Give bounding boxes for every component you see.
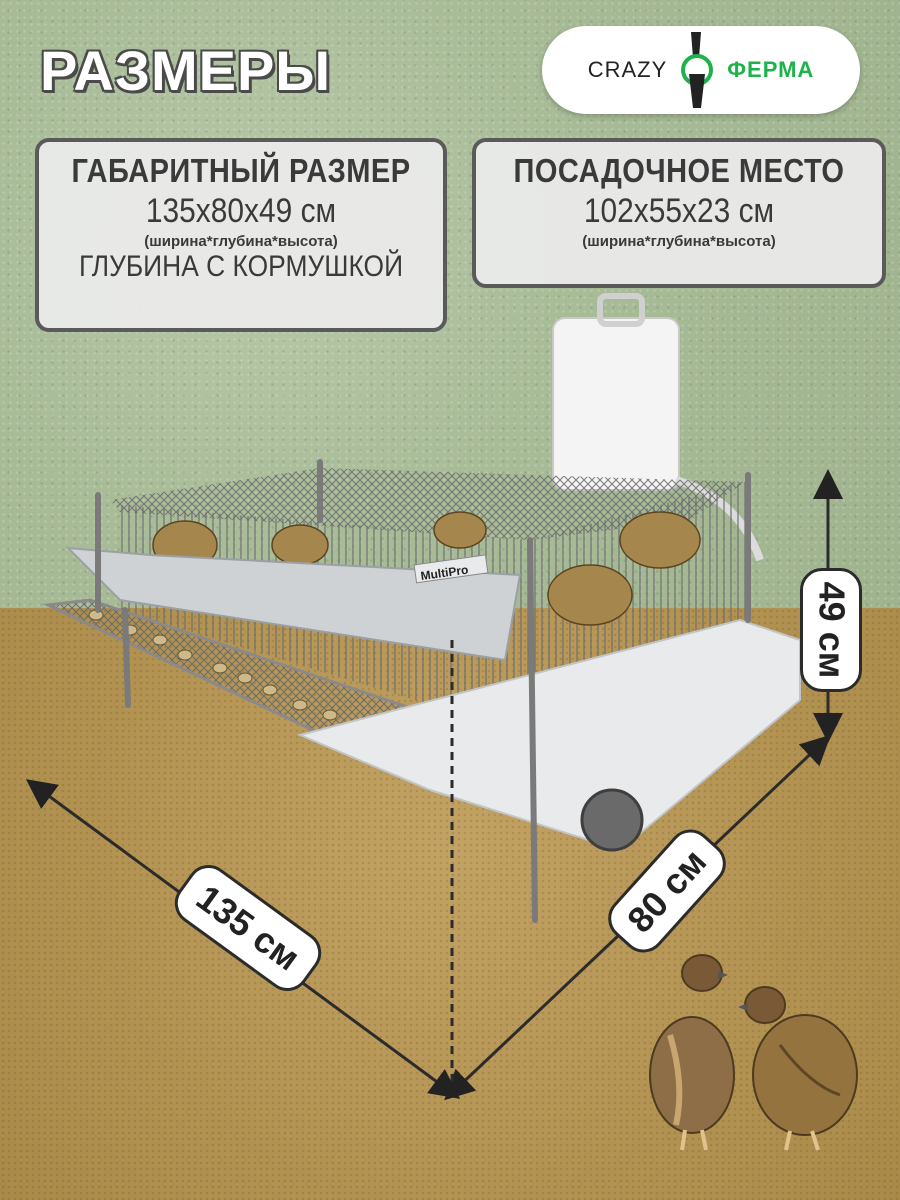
logo-text-ferma: ФЕРМА	[727, 57, 815, 82]
seat-area-dimensions: 102x55x23 см	[583, 192, 775, 230]
seat-area-note: (ширина*глубина*высота)	[582, 233, 776, 250]
seat-area-heading: ПОСАДОЧНОЕ МЕСТО	[513, 152, 845, 189]
quail-birds	[649, 954, 858, 1151]
brand-plate	[413, 554, 489, 584]
quail-logo-icon	[681, 32, 714, 108]
overall-size-dimensions: 135x80x49 см	[145, 192, 337, 230]
overall-size-extra: ГЛУБИНА С КОРМУШКОЙ	[78, 250, 404, 283]
page-title: РАЗМЕРЫ	[40, 39, 332, 102]
quail-left	[649, 954, 735, 1151]
feeder-trough	[65, 546, 522, 662]
seat-area-box: ПОСАДОЧНОЕ МЕСТО 102x55x23 см (ширина*гл…	[472, 138, 886, 288]
quail-right	[738, 986, 858, 1151]
overall-size-box: ГАБАРИТНЫЙ РАЗМЕР 135x80x49 см (ширина*г…	[35, 138, 447, 332]
height-label: 49 см	[800, 568, 862, 692]
logo-text-crazy: CRAZY	[587, 57, 668, 82]
height-label-text: 49 см	[811, 581, 853, 679]
overall-size-heading: ГАБАРИТНЫЙ РАЗМЕР	[71, 152, 411, 189]
overall-size-note: (ширина*глубина*высота)	[144, 233, 338, 250]
brand-plate-text: MultiPro	[420, 563, 469, 584]
brand-logo: CRAZY ФЕРМА	[542, 26, 860, 114]
